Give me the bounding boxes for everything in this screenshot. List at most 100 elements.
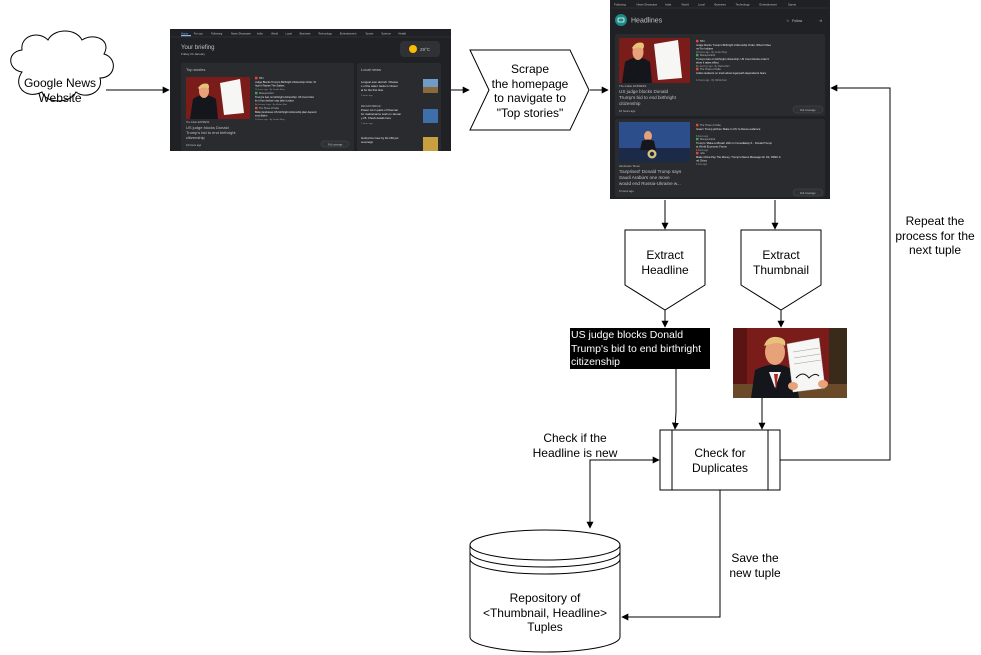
headlines-nav-item[interactable]: Entertainment [760,3,778,7]
homepage-side-source: BBC [259,77,264,80]
homepage-nav-item[interactable]: Entertainment [340,31,357,35]
headlines-story1-title-2: Trump's bid to end birthright [619,95,677,100]
homepage-main-title-1: US judge blocks Donald [186,125,229,130]
headlines-story1-source: The Indian EXPRESS [619,84,646,88]
source-cloud-shape [10,30,114,102]
check-duplicates-shape [659,429,781,491]
save-tuple-edge-label: Save the new tuple [729,551,781,580]
repository-label: Repository of <Thumbnail, Headline> Tupl… [482,591,608,634]
source-label: Google News Website [23,76,97,105]
source-logo-icon [696,53,699,57]
homepage-full-coverage: Full coverage [328,143,343,146]
homepage-local-meta: 3 hours ago [361,94,373,97]
edge-headline-to-check [671,369,679,430]
homepage-local-news-label: Local news [361,67,381,72]
related-title-cont: ns For Indians [696,47,714,51]
homepage-nav-item[interactable]: News Showcase [231,31,251,35]
source-logo-icon [255,91,258,95]
headlines-nav-item[interactable]: Sports [788,3,797,7]
related-meta: 16 hours ago · By Jenifer Bray [696,51,728,54]
headlines-nav-item[interactable]: Business [715,3,727,7]
extract-headline-shape [624,229,706,311]
homepage-local-title: Longest ever aircraft. 'Chasse [361,80,399,84]
homepage-side-source: The Times of India [259,107,279,110]
repeat-edge-label: Repeat the process for the next tuple [895,214,975,257]
headlines-screenshot: Following News Showcase India World Local Bus… [610,0,830,199]
homepage-local-source: DECCAN HERALD [361,105,381,108]
headlines-nav-item[interactable]: World [682,3,690,7]
headlines-story2-title-2: Saudi Arabia's one move [619,175,670,180]
homepage-side-meta: 16 hours ago · By Jenifer Bray [255,88,285,91]
headlines-screenshot-canvas: Following News Showcase India World Local Bus… [610,0,830,197]
headlines-nav-item[interactable]: Following [614,3,626,7]
homepage-nav-item[interactable]: Business [300,31,312,35]
related-source: BBC [700,40,705,43]
related-source: The Times of India [700,124,721,127]
homepage-side-title-cont: hich It Raises The Stakes [255,84,285,88]
related-source: The Times of India [700,68,721,71]
homepage-nav-item[interactable]: Health [398,31,406,35]
homepage-local-title-cont2: ai for the first time [361,88,384,92]
extracted-thumbnail-image [733,328,847,398]
homepage-nav: Home For you Following News Showcase India Wo… [181,31,407,35]
source-logo-icon [696,151,699,155]
source-logo-icon [255,76,258,80]
headlines-nav-item[interactable]: News Showcase [637,3,658,7]
headlines-nav-item[interactable]: India [665,3,672,7]
check-new-edge-label: Check if the Headline is new [532,431,618,460]
headlines-story2-source: Hindustan Times [619,164,640,168]
source-logo-icon [255,106,258,110]
scrape-step-shape [469,49,590,131]
extracted-headline-text: US judge blocks Donald Trump's bid to en… [571,329,702,368]
headlines-title: Headlines [631,18,663,25]
homepage-local-title: Gold price rises by Rs 160 per [361,136,399,140]
source-logo-icon [696,123,699,127]
homepage-side-title: Trump's ban on birthright citizenship: U… [255,95,315,99]
homepage-nav-item[interactable]: For you [194,31,204,35]
extract-headline-label: Extract Headline [641,248,689,277]
homepage-side-title-cont: ents Biden [255,114,268,118]
headlines-nav-item[interactable]: Technology [736,3,751,7]
homepage-nav-item[interactable]: World [271,31,278,35]
homepage-nav-item[interactable]: Sports [366,31,374,35]
homepage-briefing-title: Your briefing [181,45,214,51]
homepage-nav-item[interactable]: India [257,31,263,35]
homepage-nav-item[interactable]: Following [211,31,223,35]
related-title: Make China Pay The Money: Trump's Davos … [696,155,781,159]
edge-repeat-loop [780,84,891,461]
headlines-story1-time: 10 hours ago [619,109,636,113]
related-meta: 1 hour ago [696,163,708,166]
homepage-screenshot: Home For you Following News Showcase India Wo… [170,29,451,151]
headlines-nav: Following News Showcase India World Local Bus… [614,3,797,7]
star-icon: ☆ [786,18,790,23]
homepage-side-meta: By Jeremy Lugo · By Melina Bart [255,103,287,106]
related-title-cont: nd China [696,159,707,163]
headlines-story2-time: 9 hours ago [619,189,634,193]
headlines-nav-item[interactable]: Local [698,3,705,7]
source-logo-icon [696,67,699,71]
source-logo-icon [696,137,699,141]
repository-cylinder-shape [469,529,621,653]
edge-save-tuple [621,490,721,621]
homepage-nav-item[interactable]: Science [381,31,391,35]
headlines-story2-title-1: 'Surprised' Donald Trump says [619,169,682,174]
homepage-local-title-cont: sovereign [361,140,374,144]
related-title: Israel / Trump pitches 'Make in US' to D… [696,127,761,131]
related-title: Trump's 'Make-or-Break' shift on Immedia… [696,141,772,145]
homepage-nav-item[interactable]: Technology [318,31,332,35]
headlines-story1-title-3: citizenship [619,101,641,106]
related-meta: 14 hours ago · By Nikhila Natt [696,79,727,82]
homepage-nav-item[interactable]: Local [285,31,292,35]
homepage-side-meta: 14 hours ago · By Jenifer Bray [255,118,285,121]
related-meta: By Jeremy Lugo · By Melina Bart [696,65,730,68]
homepage-local-meta: 7 hours ago [361,122,373,125]
homepage-nav-item[interactable]: Home [181,31,189,35]
homepage-local-title-cont: s of the water' tanks in Chenn [361,84,398,88]
extract-thumbnail-shape [740,229,822,311]
headlines-story1-full-coverage: Full coverage [800,108,816,112]
